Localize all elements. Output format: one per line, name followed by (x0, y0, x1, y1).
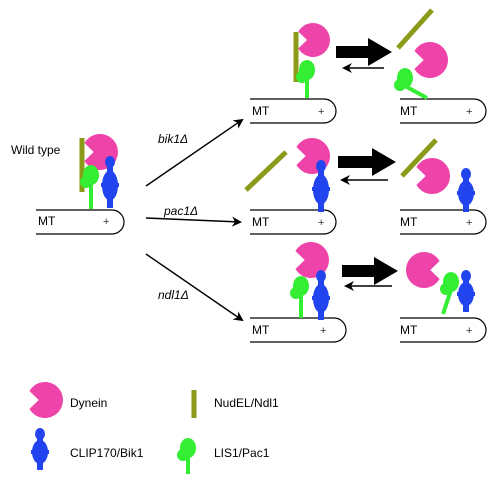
clip170-arm-icon (312, 296, 330, 300)
arrow-to-pac1 (145, 216, 242, 227)
clip170-arm-icon (312, 187, 330, 191)
mt-label-pac1-left: MT (252, 215, 270, 229)
mutant-label-ndl1: ndl1Δ (158, 288, 189, 302)
microtubule-pac1-right (400, 209, 487, 235)
mt-label-bik1-right: MT (400, 104, 418, 118)
microtubule-bik1-left (250, 98, 337, 124)
clip170-arm-icon (457, 292, 475, 296)
dynein-icon (29, 382, 63, 418)
mutant-label-bik1: bik1Δ (158, 132, 189, 146)
lis1-stem-icon (404, 84, 428, 100)
clip170-arm-icon (457, 191, 475, 195)
mt-label-pac1-right: MT (400, 215, 418, 229)
plus-end-bik1-left: + (318, 106, 325, 118)
legend-label-dynein: Dynein (70, 396, 108, 410)
microtubule-ndl1-left (250, 317, 347, 343)
microtubule-pac1-left (250, 209, 337, 235)
microtubule-ndl1-right (400, 317, 487, 343)
clip170-arm-icon (31, 450, 49, 454)
plus-end-bik1-right: + (466, 106, 473, 118)
nudel-bar-icon (244, 150, 288, 192)
dynein-icon (414, 41, 449, 78)
plus-end-wildtype: + (103, 216, 110, 228)
clip170-head-icon (461, 270, 471, 282)
dynein-icon (405, 252, 440, 289)
microtubule-bik1-right (400, 98, 487, 124)
arrow-to-bik1 (145, 118, 244, 187)
dynein-icon (295, 241, 330, 279)
plus-end-pac1-right: + (466, 217, 473, 229)
plus-end-ndl1-left: + (320, 325, 327, 337)
clip170-head-icon (35, 428, 45, 440)
plus-end-ndl1-right: + (466, 325, 473, 337)
mutant-label-pac1: pac1Δ (164, 204, 199, 218)
legend-label-lis1: LIS1/Pac1 (214, 446, 270, 460)
equilibrium-arrows-pac1 (338, 148, 396, 185)
arrow-to-ndl1 (145, 253, 244, 322)
equilibrium-arrows-ndl1 (342, 257, 398, 291)
clip170-head-icon (316, 160, 326, 172)
wild-type-label: Wild type (11, 143, 61, 157)
clip170-arm-icon (101, 183, 119, 187)
microtubule-wildtype (36, 209, 125, 235)
lis1-stem-icon (441, 289, 453, 315)
mt-label-ndl1-left: MT (252, 323, 270, 337)
mt-label-ndl1-right: MT (400, 323, 418, 337)
dynein-icon (298, 23, 330, 58)
plus-end-pac1-left: + (318, 217, 325, 229)
clip170-head-icon (105, 156, 115, 168)
equilibrium-arrows-bik1 (336, 38, 392, 73)
lis1-lobe-icon (394, 79, 406, 91)
legend-label-nudel: NudEL/Ndl1 (214, 396, 279, 410)
dynein-icon (416, 158, 451, 194)
legend-label-clip170: CLIP170/Bik1 (70, 446, 144, 460)
nudel-bar-icon (400, 138, 438, 178)
clip170-head-icon (461, 168, 471, 180)
nudel-bar-icon (396, 8, 434, 50)
clip170-head-icon (316, 270, 326, 282)
mt-label-wildtype: MT (38, 214, 56, 228)
mt-label-bik1-left: MT (252, 104, 270, 118)
